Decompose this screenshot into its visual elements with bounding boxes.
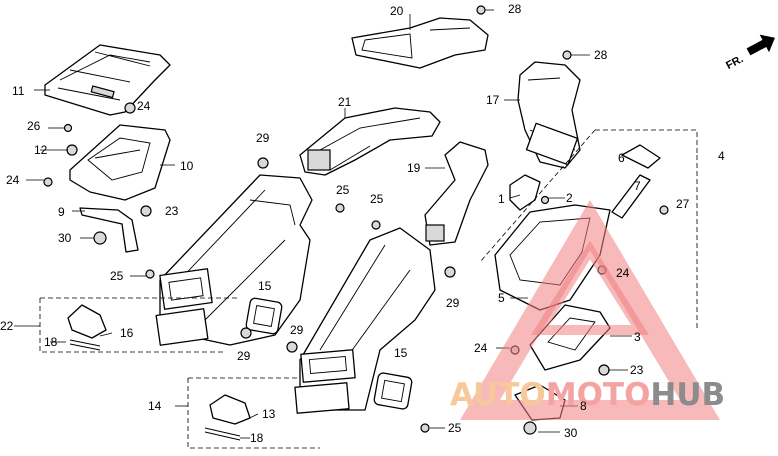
callout-4: 4 xyxy=(718,149,725,163)
gasket-part-15-left xyxy=(245,297,283,335)
callout-21: 21 xyxy=(338,95,352,109)
svg-text:AUTOMOTOHUB: AUTOMOTOHUB xyxy=(450,377,725,413)
callout-2: 2 xyxy=(566,191,573,205)
bracket-part-10 xyxy=(69,124,171,201)
rear-duct-left xyxy=(155,174,313,346)
front-label: FR. xyxy=(724,53,745,72)
callout-18-left: 18 xyxy=(44,335,58,349)
callout-25-mid: 25 xyxy=(336,183,350,197)
callout-15-left: 15 xyxy=(258,279,272,293)
leader-lines xyxy=(14,9,632,439)
clip-part-27 xyxy=(659,205,669,215)
bracket-line-part-4 xyxy=(479,129,698,330)
callout-28-right: 28 xyxy=(594,48,608,62)
clip-part-2 xyxy=(540,195,550,205)
callout-15-centre: 15 xyxy=(394,346,408,360)
screw-part-28-top xyxy=(476,5,486,15)
callout-26: 26 xyxy=(27,119,41,133)
callout-22: 22 xyxy=(0,319,14,333)
callout-3: 3 xyxy=(634,330,641,344)
callout-29-top: 29 xyxy=(256,131,270,145)
callout-5: 5 xyxy=(498,291,505,305)
rear-duct-centre xyxy=(294,227,436,414)
clip-part-29-d xyxy=(286,341,298,353)
callout-24-left: 24 xyxy=(6,173,20,187)
callout-1: 1 xyxy=(498,192,505,206)
lever-part-7 xyxy=(611,174,651,219)
callout-16: 16 xyxy=(120,326,134,340)
callout-6: 6 xyxy=(618,151,625,165)
callout-30-left: 30 xyxy=(58,231,72,245)
bolt-part-12 xyxy=(66,144,78,156)
clip-part-29-b xyxy=(444,266,456,278)
watermark-auto: AUTO xyxy=(450,377,546,413)
callout-8: 8 xyxy=(580,399,587,413)
clip-part-29-c xyxy=(240,327,252,339)
callout-28-top: 28 xyxy=(508,2,522,16)
clip-part-30-left xyxy=(93,231,107,245)
callout-9: 9 xyxy=(58,205,65,219)
callout-25-centre: 25 xyxy=(370,192,384,206)
screw-part-28-right xyxy=(562,50,572,60)
nut-part-23-right xyxy=(598,364,610,376)
screw-part-24-left xyxy=(43,177,53,187)
inset-part-22 xyxy=(39,297,238,353)
callout-24-right: 24 xyxy=(616,266,630,280)
duct-part-20 xyxy=(351,17,489,69)
callout-29-bottom: 29 xyxy=(237,349,251,363)
callout-25-left: 25 xyxy=(110,269,124,283)
duct-part-19 xyxy=(424,141,489,246)
callout-25-bottom: 25 xyxy=(448,421,462,435)
callout-20: 20 xyxy=(390,4,404,18)
callout-24-upper: 24 xyxy=(137,99,151,113)
callout-19: 19 xyxy=(407,161,421,175)
lever-part-6 xyxy=(621,144,661,169)
cover-part-11 xyxy=(44,44,171,116)
screw-part-25-a xyxy=(145,269,155,279)
clip-part-26 xyxy=(63,123,73,133)
callout-30-right: 30 xyxy=(564,426,578,440)
callout-13: 13 xyxy=(262,407,276,421)
clip-part-30-right xyxy=(523,421,537,435)
duct-part-17 xyxy=(517,61,581,169)
duct-part-21 xyxy=(299,107,441,176)
callout-29-lower: 29 xyxy=(290,323,304,337)
callout-12: 12 xyxy=(34,143,48,157)
callout-29-right: 29 xyxy=(446,296,460,310)
screw-part-25-d xyxy=(420,423,430,433)
screw-part-24-upper xyxy=(124,102,136,114)
gasket-part-15-centre xyxy=(373,372,413,410)
callout-23-right: 23 xyxy=(630,363,644,377)
callout-27: 27 xyxy=(676,197,690,211)
callout-labels: 11 26 12 24 24 10 9 23 30 25 29 25 25 21… xyxy=(0,2,725,445)
callout-7: 7 xyxy=(634,179,641,193)
callout-23-left: 23 xyxy=(165,204,179,218)
nut-part-23-left xyxy=(140,205,152,217)
clip-part-29-a xyxy=(257,157,269,169)
callout-10: 10 xyxy=(180,159,194,173)
bracket-part-9 xyxy=(79,207,139,253)
screw-part-25-b xyxy=(335,203,345,213)
watermark-hub: HUB xyxy=(650,377,725,413)
screw-part-25-c xyxy=(371,220,381,230)
actuator-part-1 xyxy=(509,174,541,211)
callout-14: 14 xyxy=(148,399,162,413)
callout-24-lower: 24 xyxy=(474,341,488,355)
watermark-logo: AUTOMOTOHUB xyxy=(450,200,725,420)
callout-17: 17 xyxy=(486,93,500,107)
watermark-moto: MOTO xyxy=(546,377,651,413)
front-direction-arrow: FR. xyxy=(724,34,775,72)
callout-18-bottom: 18 xyxy=(250,431,264,445)
callout-11: 11 xyxy=(12,84,25,98)
